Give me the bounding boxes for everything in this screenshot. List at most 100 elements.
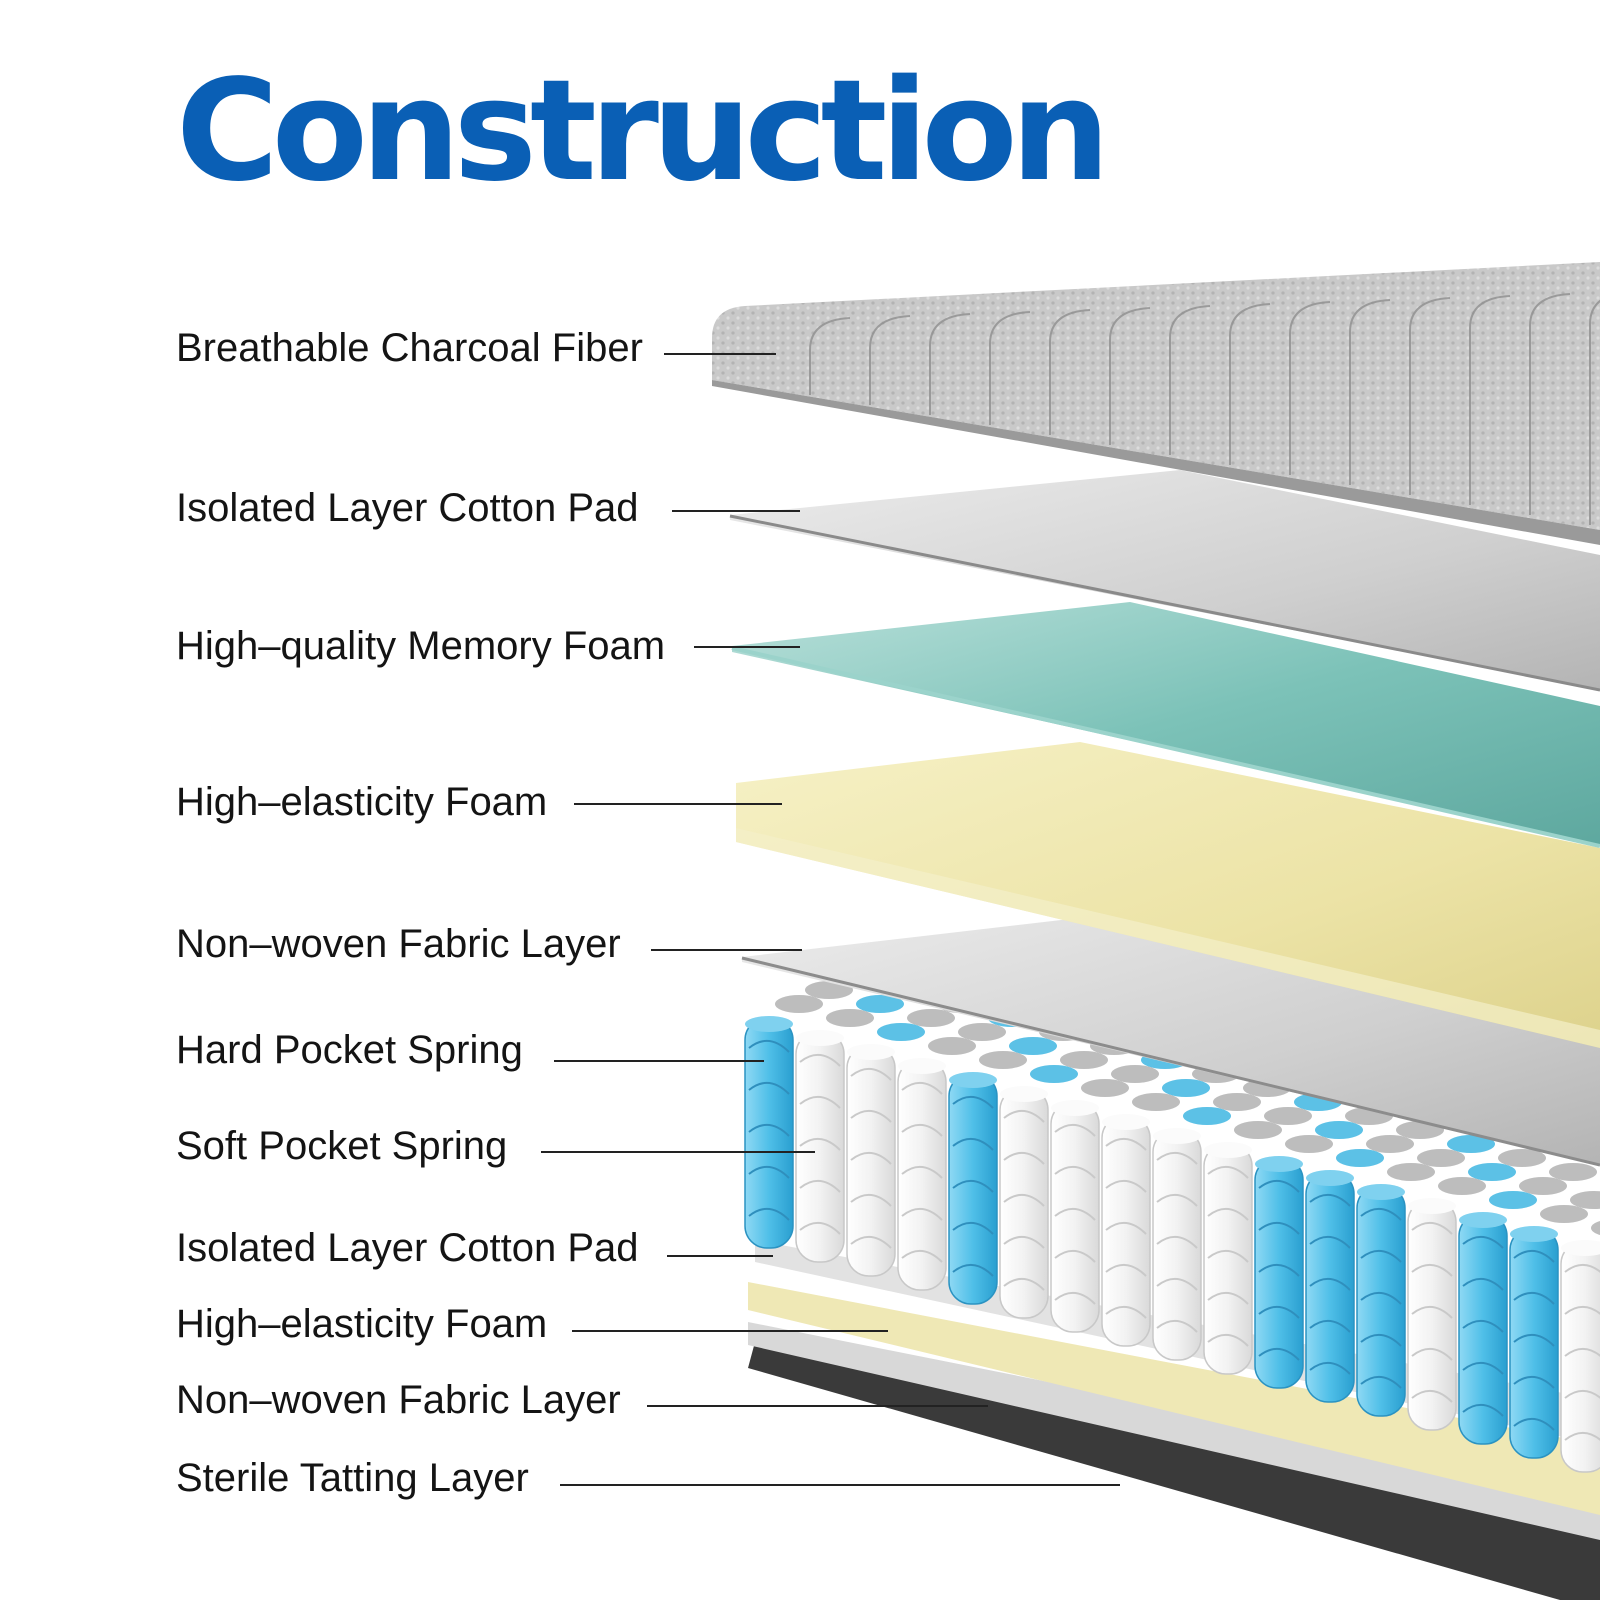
- spring-cap: [1213, 1093, 1261, 1111]
- spring-coil: [1258, 1222, 1300, 1235]
- spring-coil: [748, 1208, 790, 1221]
- spring-cap: [775, 995, 823, 1013]
- spring-cap: [826, 1009, 874, 1027]
- spring-coil: [1462, 1278, 1504, 1291]
- layer-label-memory-foam: High–quality Memory Foam: [176, 624, 666, 668]
- spring-cap: [1387, 1163, 1435, 1181]
- spring-coil: [1207, 1334, 1249, 1347]
- spring-coil: [952, 1096, 994, 1109]
- quilt-stitch: [1169, 305, 1211, 455]
- spring-cap: [1051, 1100, 1099, 1116]
- spring-coil: [1411, 1264, 1453, 1277]
- spring-coil: [1411, 1390, 1453, 1403]
- spring-coil: [1054, 1292, 1096, 1305]
- spring-cap: [979, 1051, 1027, 1069]
- spring-coil: [1003, 1110, 1045, 1123]
- spring-cap: [877, 1023, 925, 1041]
- spring-cap: [1255, 1156, 1303, 1172]
- page-title: Construction: [176, 50, 1110, 213]
- quilt-stitch: [1109, 307, 1151, 445]
- spring-coil: [952, 1138, 994, 1151]
- spring-cap: [1102, 1114, 1150, 1130]
- spring-cap: [1510, 1226, 1558, 1242]
- spring-cap: [856, 995, 904, 1013]
- layer-label-hard-spring: Hard Pocket Spring: [176, 1028, 523, 1072]
- spring-cap: [1366, 1135, 1414, 1153]
- spring-coil: [1513, 1292, 1555, 1305]
- spring-cap: [1306, 1170, 1354, 1186]
- spring-coil: [1462, 1236, 1504, 1249]
- spring-cap: [1009, 1037, 1057, 1055]
- quilt-stitch: [1049, 309, 1091, 435]
- spring-coil: [1003, 1278, 1045, 1291]
- spring-coil: [901, 1082, 943, 1095]
- spring-coil: [850, 1110, 892, 1123]
- spring-coil: [1156, 1152, 1198, 1165]
- spring-coil: [901, 1208, 943, 1221]
- layer-label-cotton-pad-bottom: Isolated Layer Cotton Pad: [176, 1226, 639, 1270]
- spring-coil: [952, 1264, 994, 1277]
- spring-cap: [928, 1037, 976, 1055]
- spring-coil: [1054, 1208, 1096, 1221]
- spring-coil: [850, 1068, 892, 1081]
- spring-coil: [748, 1166, 790, 1179]
- spring-cap: [958, 1023, 1006, 1041]
- spring-cap: [1459, 1212, 1507, 1228]
- quilt-stitch: [869, 315, 911, 405]
- cotton-pad-layer: [730, 470, 1600, 690]
- spring-coil: [1309, 1194, 1351, 1207]
- spring-coil: [1207, 1208, 1249, 1221]
- spring-coil: [1360, 1250, 1402, 1263]
- quilt-stitch: [1349, 299, 1391, 485]
- spring-cap: [1204, 1142, 1252, 1158]
- spring-coil: [1564, 1348, 1600, 1357]
- spring-coil: [1513, 1250, 1555, 1263]
- spring-cap: [1498, 1149, 1546, 1167]
- elastic-foam-layer: [736, 742, 1600, 1048]
- spring-coil: [850, 1236, 892, 1249]
- spring-cap: [1315, 1121, 1363, 1139]
- spring-cap: [1111, 1065, 1159, 1083]
- spring-cap: [1162, 1079, 1210, 1097]
- spring-coil: [1462, 1404, 1504, 1417]
- spring-coil: [1156, 1236, 1198, 1249]
- spring-cap: [1447, 1135, 1495, 1153]
- spring-coil: [1105, 1180, 1147, 1193]
- spring-coil: [1309, 1320, 1351, 1333]
- spring-cap: [1264, 1107, 1312, 1125]
- quilt-stitch: [929, 313, 971, 415]
- spring-cap: [1357, 1184, 1405, 1200]
- spring-coil: [1054, 1250, 1096, 1263]
- spring-cap: [1132, 1093, 1180, 1111]
- bottom-fabric-layer: [748, 1322, 1600, 1540]
- layer-label-soft-spring: Soft Pocket Spring: [176, 1124, 508, 1168]
- spring-coil: [799, 1222, 841, 1235]
- quilt-stitch: [1289, 301, 1331, 475]
- spring-cap: [847, 1044, 895, 1060]
- spring-cap: [1561, 1240, 1600, 1256]
- spring-coil: [1309, 1278, 1351, 1291]
- spring-cap: [1183, 1107, 1231, 1125]
- spring-coil: [1003, 1194, 1045, 1207]
- spring-coil: [1003, 1236, 1045, 1249]
- spring-coil: [1258, 1180, 1300, 1193]
- quilt-stitch: [809, 317, 851, 395]
- layer-label-charcoal-fiber: Breathable Charcoal Fiber: [176, 326, 643, 370]
- spring-coil: [1360, 1208, 1402, 1221]
- spring-cap: [1060, 1051, 1108, 1069]
- spring-cap: [1408, 1198, 1456, 1214]
- spring-coil: [1360, 1292, 1402, 1305]
- quilt-stitch: [1589, 299, 1600, 525]
- spring-coil: [1054, 1166, 1096, 1179]
- spring-cap: [1030, 1065, 1078, 1083]
- spring-cap: [1438, 1177, 1486, 1195]
- spring-coil: [901, 1166, 943, 1179]
- layer-label-cotton-pad: Isolated Layer Cotton Pad: [176, 486, 639, 530]
- spring-coil: [1207, 1250, 1249, 1263]
- spring-coil: [1207, 1166, 1249, 1179]
- spring-cap: [907, 1009, 955, 1027]
- spring-cap: [1468, 1163, 1516, 1181]
- spring-coil: [1258, 1264, 1300, 1277]
- spring-coil: [901, 1250, 943, 1263]
- spring-cap: [1336, 1149, 1384, 1167]
